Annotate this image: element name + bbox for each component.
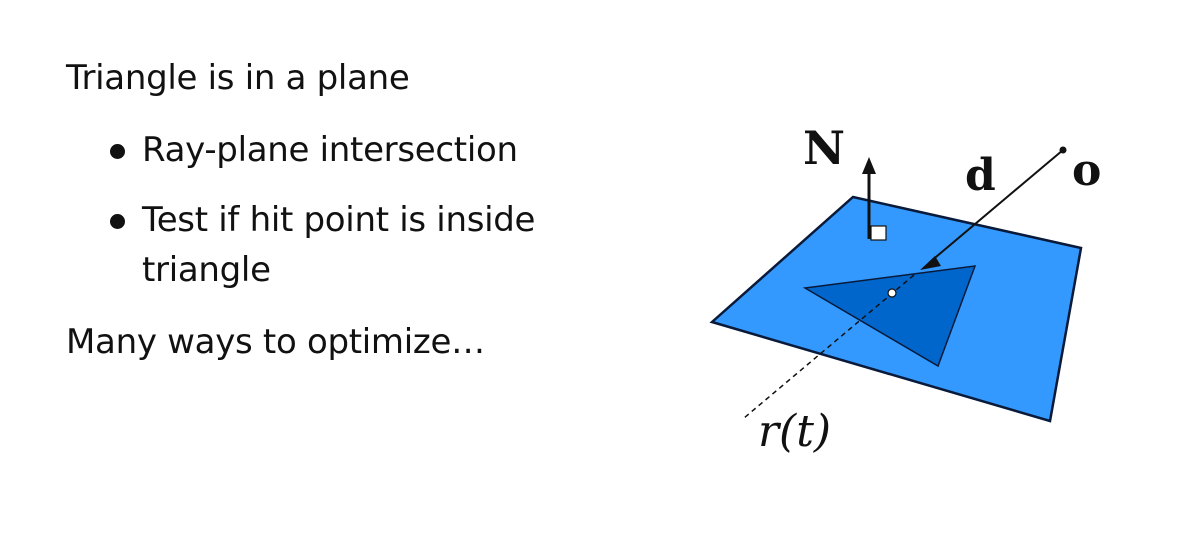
triangle-shape (802, 265, 977, 368)
ray-solid-line (929, 149, 1064, 263)
heading-text: Triangle is in a plane (66, 58, 410, 98)
normal-arrowhead-icon (862, 157, 876, 174)
bullet-2-continuation-text: triangle (142, 250, 271, 290)
footer-text: Many ways to optimize… (66, 322, 485, 362)
bullet-icon (110, 144, 125, 159)
origin-point (1059, 146, 1067, 154)
bullet-1-text: Ray-plane intersection (142, 130, 518, 170)
origin-label: o (1072, 145, 1101, 196)
bullet-icon (110, 214, 125, 229)
bullet-2-text: Test if hit point is inside (142, 200, 536, 240)
ray-dashed-line (743, 274, 915, 419)
ray-arrowhead-icon (920, 256, 941, 270)
right-angle-marker (870, 225, 887, 241)
direction-label: d (965, 150, 996, 201)
ray-label: r(t) (758, 406, 831, 457)
hit-point (887, 288, 897, 298)
normal-label: N (803, 121, 845, 175)
